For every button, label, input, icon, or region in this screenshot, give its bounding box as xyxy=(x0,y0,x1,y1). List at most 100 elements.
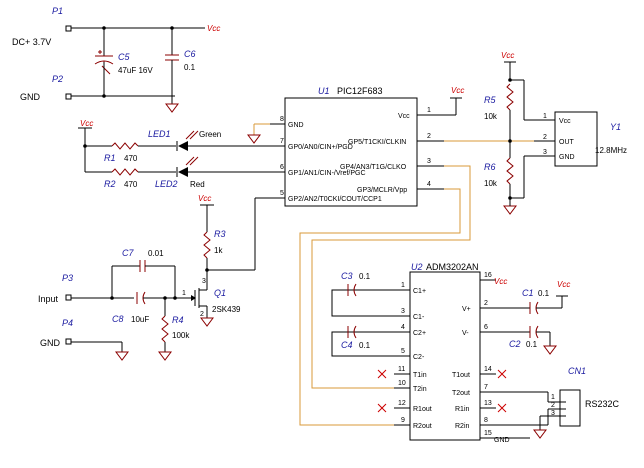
port-p2-label: GND xyxy=(20,92,41,102)
c5-ref: C5 xyxy=(118,52,130,62)
r1-zigzag xyxy=(111,142,139,150)
u1-pin-7-name: GP0/AN0/CIN+/PGD xyxy=(288,144,353,151)
u1-part: PIC12F683 xyxy=(337,86,383,96)
r2-value: 470 xyxy=(124,180,138,189)
c6-value: 0.1 xyxy=(184,63,196,72)
r6-ref: R6 xyxy=(484,162,496,172)
q1-pin-2-num: 2 xyxy=(200,311,204,318)
u2-pin-2-num: 2 xyxy=(484,300,488,307)
u2-pin-6-name: V- xyxy=(462,330,469,337)
u2-pin-4-num: 4 xyxy=(401,324,405,331)
q1-pin-3-num: 3 xyxy=(202,278,206,285)
u2-pin-7-num: 7 xyxy=(484,384,488,391)
u2-pin-9-num: 9 xyxy=(401,417,405,424)
u2-pin-15-num: 15 xyxy=(484,430,492,437)
u1-pin-4-num: 4 xyxy=(427,181,431,188)
u2-pin-8-name: R2in xyxy=(455,423,470,430)
r4-zigzag xyxy=(161,315,169,343)
y1-body xyxy=(554,111,598,167)
cn1-pin-2-num: 2 xyxy=(551,402,555,409)
port-p4-ref: P4 xyxy=(62,318,73,328)
r4-value: 100k xyxy=(172,331,190,340)
u2-pin-1-num: 1 xyxy=(401,282,405,289)
r5-value: 10k xyxy=(484,112,498,121)
u2-part: ADM3202AN xyxy=(426,262,479,272)
led2-ref: LED2 xyxy=(155,179,178,189)
u1-pin-2-name: GP5/T1CKI/CLKIN xyxy=(348,139,406,146)
u2-pin-3-num: 3 xyxy=(401,308,405,315)
u1-pin-3-num: 3 xyxy=(427,158,431,165)
u2-pin-11-name: T1in xyxy=(413,372,427,379)
cn1-pin-1-num: 1 xyxy=(551,394,555,401)
y1-oscillator: Vcc R5 10k R6 10k 1 Vcc 2 OUT 3 GND Y1 1… xyxy=(484,51,627,215)
u1-pin-1-name: Vcc xyxy=(398,113,410,120)
u1-pin-5-name: GP2/AN2/T0CKI/COUT/CCP1 xyxy=(288,196,382,203)
y1-pin-1-num: 1 xyxy=(543,113,547,120)
cn1-part: RS232C xyxy=(585,399,620,409)
nc-mark-r1in xyxy=(497,403,507,413)
u1-pin-4-name: GP3/MCLR/Vpp xyxy=(357,187,407,194)
c5-value: 47uF 16V xyxy=(118,66,153,75)
y1-pin-1-name: Vcc xyxy=(559,118,571,125)
port-p1-terminal xyxy=(65,25,72,32)
port-p1-ref: P1 xyxy=(52,6,63,16)
led2-color: Red xyxy=(190,180,205,189)
u2-pin-5-name: C2- xyxy=(413,354,425,361)
c1-value: 0.1 xyxy=(538,289,550,298)
nc-mark-t1in xyxy=(377,369,387,379)
u2-pin-11-num: 11 xyxy=(398,366,405,373)
port-p3-terminal xyxy=(65,294,72,301)
nc-mark-r1out xyxy=(377,403,387,413)
cn1-ref: CN1 xyxy=(568,366,586,376)
vcc-label-led: Vcc xyxy=(80,119,93,128)
r1-ref: R1 xyxy=(104,153,116,163)
led1-diode xyxy=(178,141,188,151)
u2-pin-7-name: T2out xyxy=(452,390,470,397)
u1-pin-6-name: GP1/AN1/CIN-/Vref/PGC xyxy=(288,170,366,177)
power-input-section: P1 DC+ 3.7V P2 GND Vcc C5 47uF 16V C6 0. xyxy=(12,6,220,113)
r1-value: 470 xyxy=(124,154,138,163)
u2-pin-6-num: 6 xyxy=(484,324,488,331)
u2-pin-9-name: R2out xyxy=(413,423,432,430)
r3-ref: R3 xyxy=(214,229,226,239)
vcc-label-u1: Vcc xyxy=(451,86,464,95)
u1-pic12f683: U1 PIC12F683 8 GND 7 GP0/AN0/CIN+/PGD 6 … xyxy=(247,86,534,426)
c7-value: 0.01 xyxy=(148,249,164,258)
port-p3-ref: P3 xyxy=(62,273,73,283)
vcc-label-top: Vcc xyxy=(207,24,220,33)
c7-ref: C7 xyxy=(122,248,134,258)
u2-pin-3-name: C1- xyxy=(413,314,425,321)
r2-zigzag xyxy=(111,168,139,176)
u2-pin-14-num: 14 xyxy=(484,366,492,373)
u2-pin-10-name: T2in xyxy=(413,386,427,393)
y1-pin-2-num: 2 xyxy=(543,134,547,141)
u1-pin-6-num: 6 xyxy=(280,164,284,171)
u2-pin-14-name: T1out xyxy=(452,372,470,379)
u1-pin-2-num: 2 xyxy=(427,133,431,140)
c3-ref: C3 xyxy=(341,271,353,281)
u2-pin-16-num: 16 xyxy=(484,272,492,279)
led2-diode xyxy=(178,167,188,177)
port-p2-terminal xyxy=(65,93,72,100)
u1-ref: U1 xyxy=(318,86,330,96)
cn1-rs232c: 1 2 3 CN1 RS232C xyxy=(551,366,620,427)
y1-freq: 12.8MHz xyxy=(595,146,627,155)
q1-arrow xyxy=(191,295,196,301)
u2-pin-8-num: 8 xyxy=(484,417,488,424)
u1-pin-8-num: 8 xyxy=(280,116,284,123)
input-amplifier-section: Vcc R3 1k 3 P3 Input C7 0.01 C8 10uF xyxy=(38,194,270,361)
q1-pin-1-num: 1 xyxy=(182,290,186,297)
port-p2-ref: P2 xyxy=(52,74,63,84)
nc-mark-t1out xyxy=(497,369,507,379)
u2-pin-5-num: 5 xyxy=(401,348,405,355)
u2-pin-13-name: R1in xyxy=(455,406,470,413)
q1-ref: Q1 xyxy=(214,288,226,298)
u2-pin-4-name: C2+ xyxy=(413,330,426,337)
u2-pin-1-name: C1+ xyxy=(413,288,426,295)
u2-adm3202an: U2 ADM3202AN 1 C1+ 3 C1- 4 C2+ 5 C2- 11 … xyxy=(331,262,570,444)
u2-pin-16-name: Vcc xyxy=(494,277,507,286)
q1-part: 2SK439 xyxy=(212,305,241,314)
port-p4-terminal xyxy=(65,338,72,345)
u2-pin-2-name: V+ xyxy=(462,306,471,313)
vcc-label-u2: Vcc xyxy=(557,280,570,289)
